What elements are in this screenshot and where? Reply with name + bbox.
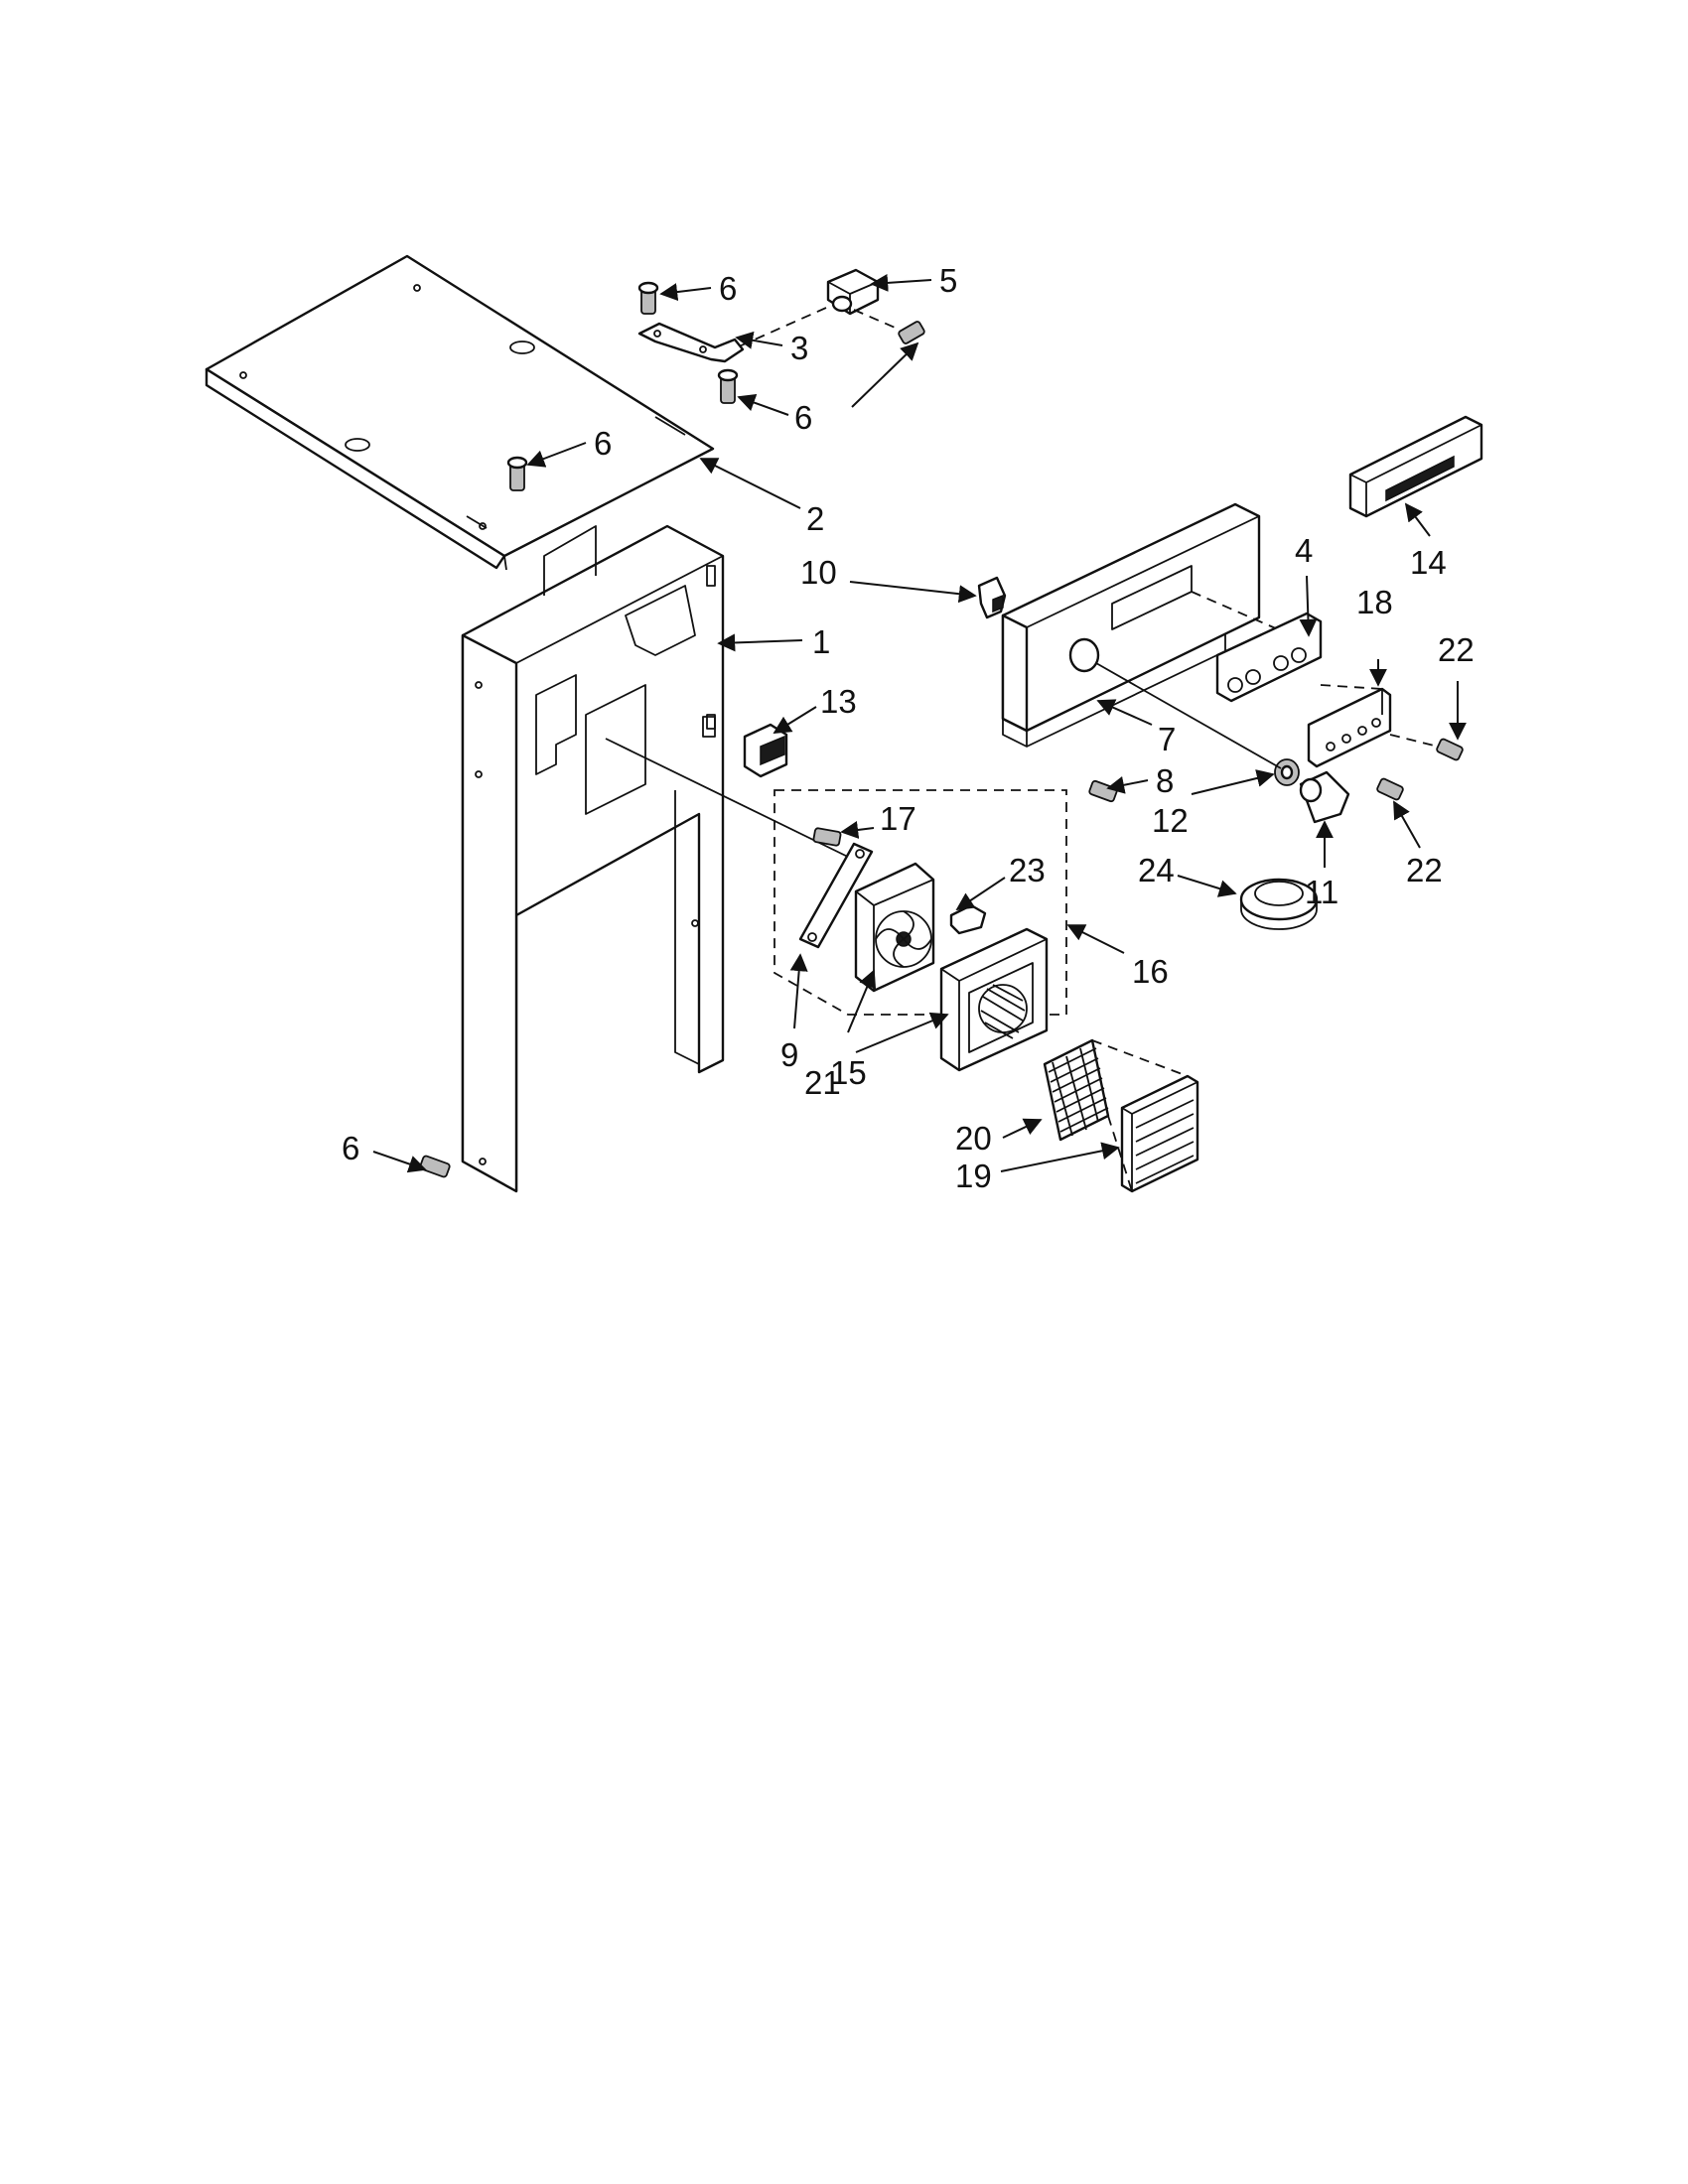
overlay — [1215, 612, 1323, 703]
top-panel — [205, 254, 715, 571]
callout-12: 12 — [1152, 802, 1189, 839]
callout-1: 1 — [812, 623, 830, 660]
screw-top-left — [637, 281, 659, 315]
fan-motor — [854, 862, 935, 993]
callout-labels: 1 2 3 4 5 6 6 6 6 7 8 9 10 11 12 13 14 1… — [342, 262, 1475, 1194]
callout-2: 2 — [806, 500, 824, 537]
screw-frame-bottom — [419, 1155, 451, 1178]
knob-washer — [1274, 758, 1300, 786]
callout-4: 4 — [1295, 532, 1313, 569]
callout-13: 13 — [820, 683, 857, 720]
leader-lines — [372, 273, 1467, 1173]
callout-11: 11 — [1305, 874, 1338, 910]
callout-17: 17 — [880, 800, 916, 837]
callout-15: 15 — [830, 1054, 867, 1091]
screw-17 — [812, 827, 842, 847]
callout-6-hinge: 6 — [794, 399, 812, 436]
switch-10 — [977, 576, 1007, 619]
callout-5: 5 — [939, 262, 957, 299]
callout-22-lower: 22 — [1406, 852, 1443, 888]
grille — [1120, 1074, 1199, 1193]
callout-22-upper: 22 — [1438, 631, 1475, 668]
trim-piece — [1348, 415, 1483, 518]
screw-below-hinge — [717, 368, 739, 404]
switch-bracket — [1307, 687, 1392, 768]
callout-6-frame: 6 — [342, 1130, 359, 1166]
screw-22-upper — [1436, 738, 1464, 761]
callout-19: 19 — [955, 1158, 992, 1194]
callout-9: 9 — [780, 1036, 798, 1073]
callout-20: 20 — [955, 1120, 992, 1157]
fan-bracket — [798, 842, 874, 949]
callout-18: 18 — [1356, 584, 1393, 620]
callout-6-top: 6 — [719, 270, 737, 307]
callout-3: 3 — [790, 330, 808, 366]
door-magnet — [826, 268, 880, 316]
callout-14: 14 — [1410, 544, 1447, 581]
callout-24: 24 — [1138, 852, 1175, 888]
callout-23: 23 — [1009, 852, 1046, 888]
callout-8: 8 — [1156, 762, 1174, 799]
rocker-switch — [702, 716, 788, 778]
callout-6-panel: 6 — [594, 425, 612, 462]
callout-21: 21 — [804, 1064, 841, 1101]
callout-16: 16 — [1132, 953, 1169, 990]
clip-23 — [949, 903, 987, 935]
main-frame — [461, 524, 725, 1193]
screw-8 — [1088, 779, 1118, 803]
callout-7: 7 — [1158, 721, 1176, 757]
screw-right-hinge — [898, 321, 925, 344]
filter — [1043, 1038, 1110, 1142]
callout-10: 10 — [800, 554, 837, 591]
control-knob — [1299, 770, 1350, 824]
screw-top-panel — [506, 456, 528, 491]
hinge-bracket — [637, 322, 745, 363]
fan-housing — [939, 927, 1049, 1072]
knob-ring — [1239, 878, 1319, 930]
screw-22-lower — [1376, 777, 1404, 801]
control-panel — [1001, 502, 1261, 748]
